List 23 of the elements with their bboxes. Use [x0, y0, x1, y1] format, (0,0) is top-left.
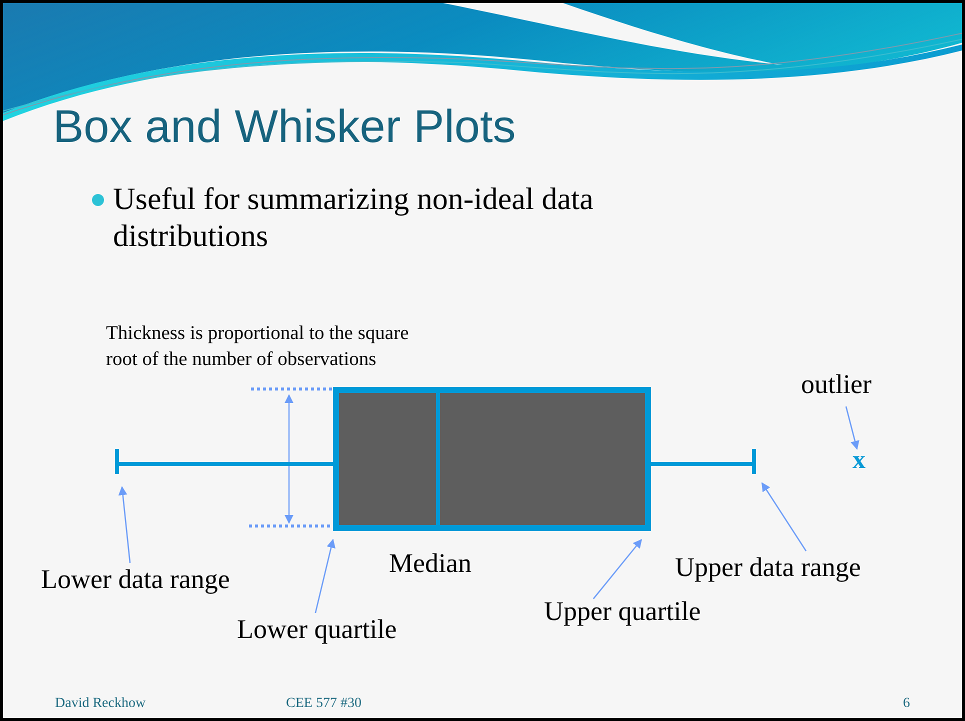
quartile-label: Upper quartile	[544, 595, 734, 627]
leader-line	[845, 406, 860, 450]
whisker-cap	[115, 449, 119, 474]
leader-line	[118, 486, 131, 564]
leader-line	[314, 538, 336, 614]
whisker-line	[117, 462, 333, 466]
quartile-box	[333, 387, 651, 531]
page-number: 6	[903, 696, 911, 713]
footer-course: CEE 577 #30	[286, 696, 362, 713]
median-label: Median	[389, 547, 472, 580]
note-text: Thickness is proportional to the square root of the number of observations	[106, 322, 410, 372]
outlier-label: outlier	[801, 368, 891, 400]
slide-title: Box and Whisker Plots	[53, 99, 516, 153]
whisker-end-label: Lower data range	[41, 563, 271, 595]
leader-line	[761, 482, 807, 552]
bullet-text: Useful for summarizing non-ideal data distributions	[113, 180, 594, 254]
whisker-line	[651, 462, 754, 466]
whisker-cap	[752, 449, 756, 474]
footer-author: David Reckhow	[55, 696, 147, 713]
whisker-end-label: Upper data range	[675, 551, 899, 583]
leader-line	[592, 538, 642, 600]
outlier-mark: x	[849, 450, 869, 476]
quartile-label: Lower quartile	[237, 613, 433, 645]
